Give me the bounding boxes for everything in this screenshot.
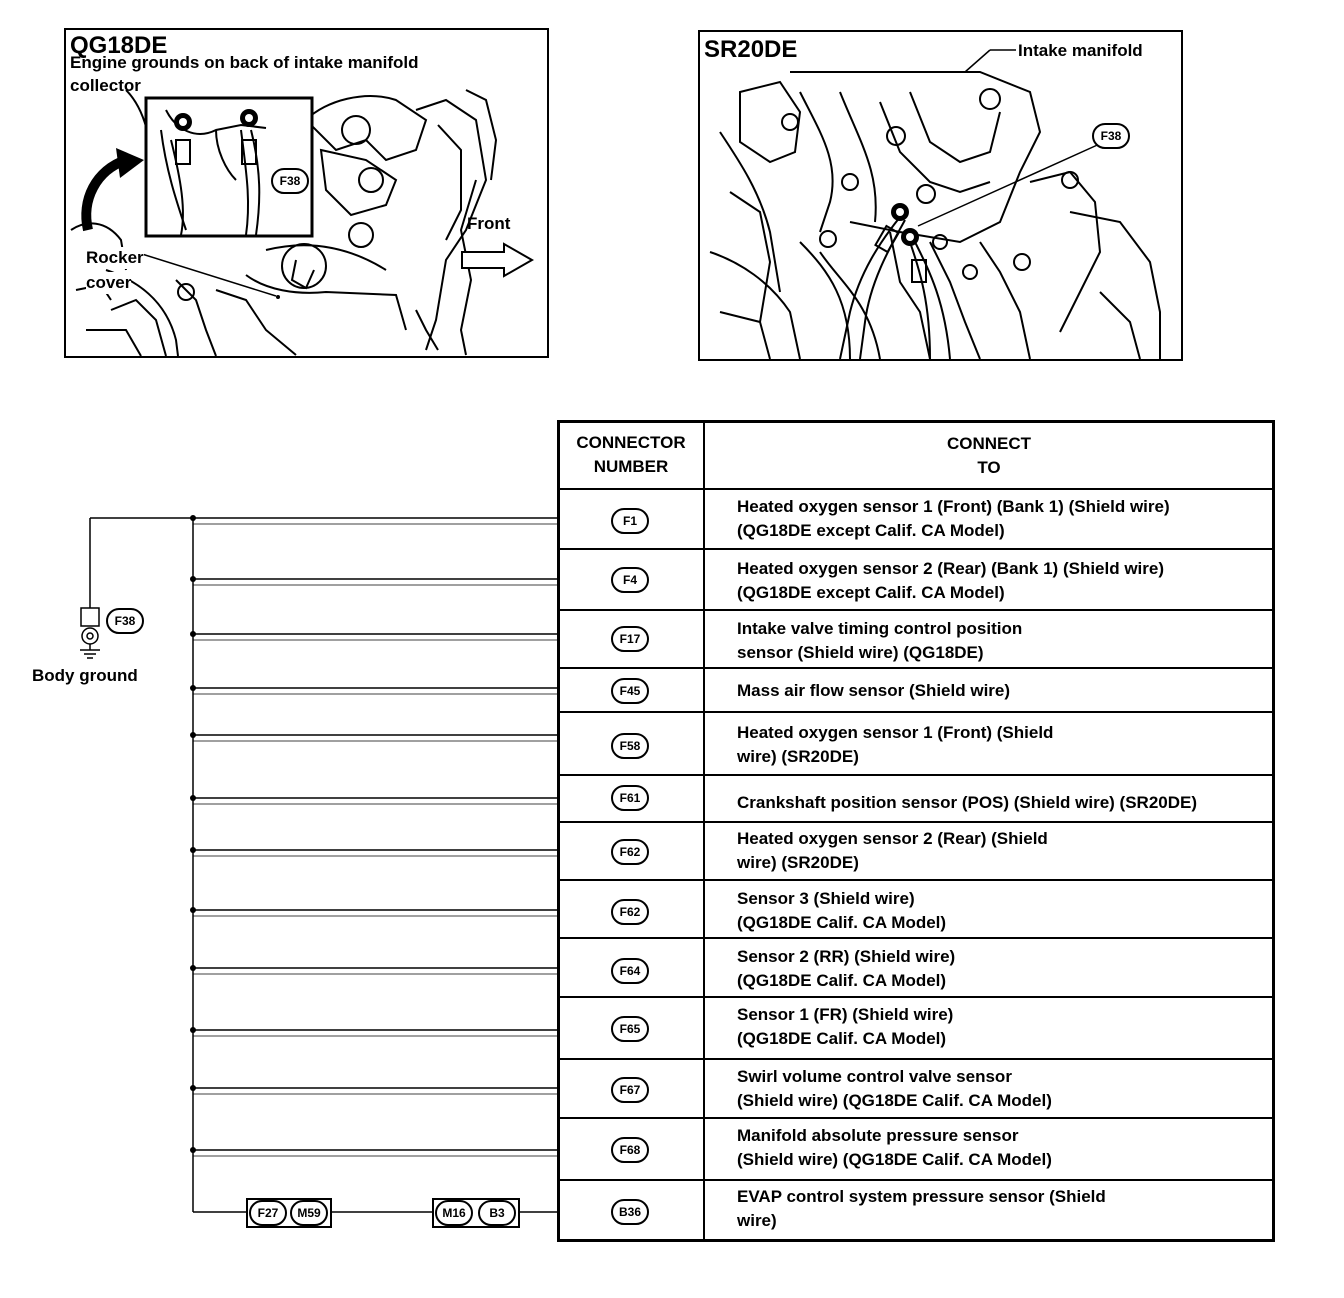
rocker-cover-label-line2: cover (86, 272, 132, 294)
row-connector-badge: F64 (611, 958, 649, 984)
sr20de-title: SR20DE (704, 36, 798, 63)
row-description-line2: wire) (SR20DE) (737, 747, 859, 766)
connector-table (557, 420, 1275, 1242)
sr20de-engine-illustration (709, 49, 1161, 359)
row-description-line2: (QG18DE Calif. CA Model) (737, 971, 947, 990)
header-connector-line2: NUMBER (593, 457, 669, 476)
row-connector-badge: F45 (611, 678, 649, 704)
row-description-line1: Sensor 2 (RR) (Shield wire) (737, 947, 956, 966)
row-description-line2: wire) (SR20DE) (737, 853, 859, 872)
inline-connector-f27: F27 (249, 1200, 287, 1226)
inline-connector-b3: B3 (478, 1200, 516, 1226)
header-connector-number: CONNECTOR NUMBER (560, 431, 702, 479)
rocker-cover-label-line1: Rocker (86, 247, 144, 269)
row-connector-badge: F62 (611, 839, 649, 865)
qg18de-panel: QG18DE Engine grounds on back of intake … (64, 28, 549, 358)
row-description-line2: (QG18DE except Calif. CA Model) (737, 521, 1005, 540)
row-description-line2: (Shield wire) (QG18DE Calif. CA Model) (737, 1150, 1052, 1169)
row-description-line1: EVAP control system pressure sensor (Shi… (737, 1187, 1106, 1206)
qg18de-title: QG18DE (70, 32, 168, 59)
row-connector-badge: F67 (611, 1077, 649, 1103)
row-description-line2: (QG18DE except Calif. CA Model) (737, 583, 1005, 602)
row-description-line1: Heated oxygen sensor 1 (Front) (Bank 1) … (737, 497, 1170, 516)
row-description-line1: Manifold absolute pressure sensor (737, 1126, 1019, 1145)
row-connector-badge: F61 (611, 785, 649, 811)
row-connector-badge: F58 (611, 733, 649, 759)
row-description-line2: (QG18DE Calif. CA Model) (737, 1029, 947, 1048)
row-description-line1: Intake valve timing control position (737, 619, 1023, 638)
ground-symbol-icon (80, 607, 100, 659)
row-connector-badge: B36 (611, 1199, 649, 1225)
header-connect-line1: CONNECT (946, 434, 1032, 453)
row-description-line1: Heated oxygen sensor 2 (Rear) (Bank 1) (… (737, 559, 1165, 578)
row-description-line2: wire) (737, 1211, 777, 1230)
row-connector-badge: F62 (611, 899, 649, 925)
row-description-line1: Swirl volume control valve sensor (737, 1067, 1012, 1086)
inline-connector-m59: M59 (290, 1200, 328, 1226)
header-connector-line1: CONNECTOR (576, 433, 686, 452)
sr20de-panel: SR20DE Intake manifold F38 (698, 30, 1183, 361)
row-connector-badge: F4 (611, 567, 649, 593)
row-description-line1: Heated oxygen sensor 2 (Rear) (Shield (737, 829, 1048, 848)
row-description-line1: Mass air flow sensor (Shield wire) (737, 681, 1011, 700)
row-description-line1: Crankshaft position sensor (POS) (Shield… (737, 793, 1198, 812)
inline-connector-m16: M16 (435, 1200, 473, 1226)
row-connector-badge: F1 (611, 508, 649, 534)
row-description-line2: (Shield wire) (QG18DE Calif. CA Model) (737, 1091, 1052, 1110)
qg18de-subtitle-line2: collector (70, 76, 141, 95)
qg18de-f38-badge: F38 (271, 168, 309, 194)
row-connector-badge: F65 (611, 1016, 649, 1042)
qg18de-engine-illustration (70, 89, 535, 356)
row-connector-badge: F68 (611, 1137, 649, 1163)
ground-f38-badge: F38 (106, 608, 144, 634)
header-connect-to: CONNECT TO (706, 432, 1272, 480)
sr20de-f38-badge: F38 (1092, 123, 1130, 149)
row-description-line2: sensor (Shield wire) (QG18DE) (737, 643, 984, 662)
body-ground-label: Body ground (32, 666, 138, 685)
row-description-line1: Heated oxygen sensor 1 (Front) (Shield (737, 723, 1054, 742)
row-description-line1: Sensor 3 (Shield wire) (737, 889, 915, 908)
row-connector-badge: F17 (611, 626, 649, 652)
row-description-line2: (QG18DE Calif. CA Model) (737, 913, 947, 932)
header-connect-line2: TO (977, 458, 1001, 477)
front-label: Front (467, 214, 511, 233)
row-description-line1: Sensor 1 (FR) (Shield wire) (737, 1005, 954, 1024)
intake-manifold-label: Intake manifold (1018, 41, 1143, 60)
qg18de-subtitle-line1: Engine grounds on back of intake manifol… (70, 53, 419, 72)
